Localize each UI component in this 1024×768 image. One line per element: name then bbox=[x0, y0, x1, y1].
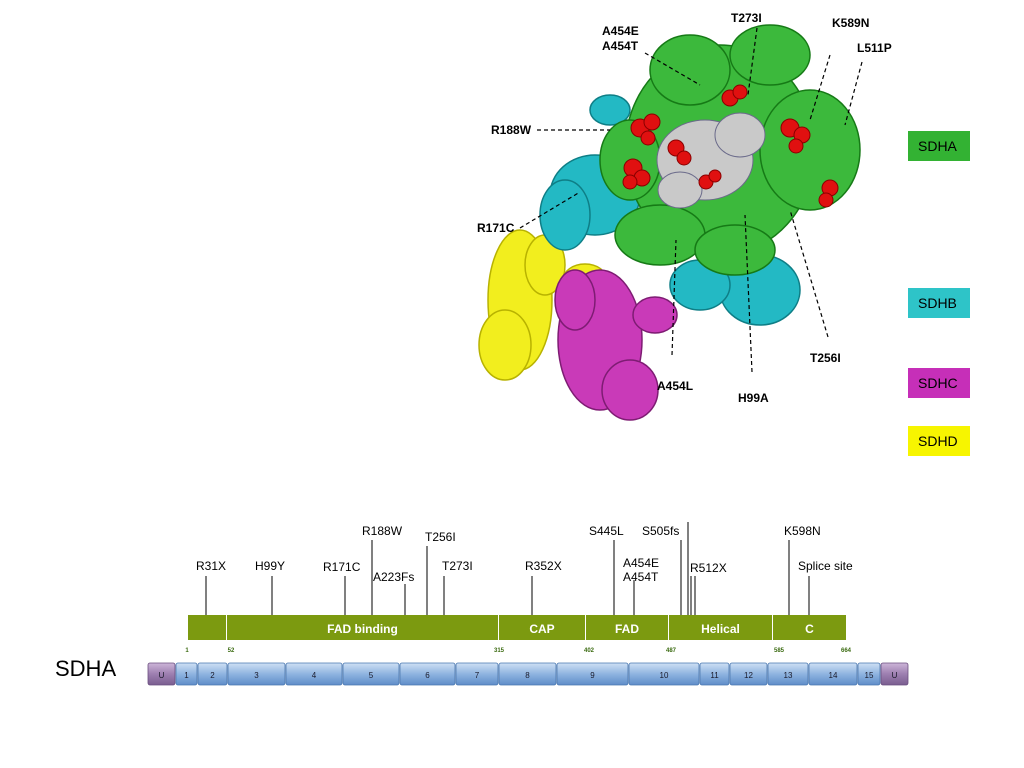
mutation-label: K598N bbox=[784, 524, 821, 538]
position-label: 664 bbox=[841, 648, 852, 654]
sdhc-subunit bbox=[554, 269, 678, 421]
exon-label: 9 bbox=[590, 671, 595, 680]
domain-label: CAP bbox=[529, 622, 554, 636]
mutation-label: S445L bbox=[589, 524, 624, 538]
exon-block bbox=[227, 662, 286, 686]
label-r171c: R171C bbox=[477, 221, 515, 235]
label-l511p: L511P bbox=[857, 41, 892, 55]
exon-label: 8 bbox=[525, 671, 530, 680]
label-t256i: T256I bbox=[810, 351, 841, 365]
position-labels: 1 52 315 402 487 585 664 bbox=[185, 648, 851, 654]
exon-label: 2 bbox=[210, 671, 215, 680]
structure-labels: A454E A454T T273I K589N L511P R188W R171… bbox=[477, 11, 892, 405]
mutation-label: H99Y bbox=[255, 559, 285, 573]
mutation-label: T256I bbox=[425, 530, 456, 544]
domain-segment bbox=[188, 615, 226, 640]
exon-block bbox=[285, 662, 343, 686]
mutation-label: T273I bbox=[442, 559, 473, 573]
exon-block bbox=[556, 662, 629, 686]
mutation-spheres bbox=[622, 84, 839, 208]
exon-block bbox=[399, 662, 456, 686]
mutation-label: A454E bbox=[623, 556, 659, 570]
fad-core bbox=[656, 112, 766, 209]
domain-segment bbox=[773, 615, 846, 640]
exon-label: 12 bbox=[744, 671, 753, 680]
domain-bar: FAD binding CAP FAD Helical C bbox=[188, 615, 846, 640]
domain-label: FAD binding bbox=[327, 622, 398, 636]
exon-block bbox=[729, 662, 768, 686]
position-label: 402 bbox=[584, 648, 595, 654]
exon-label: 6 bbox=[425, 671, 430, 680]
position-label: 315 bbox=[494, 648, 505, 654]
label-k589n: K589N bbox=[832, 16, 869, 30]
mutation-label: R352X bbox=[525, 559, 562, 573]
position-label: 585 bbox=[774, 648, 785, 654]
domain-label: Helical bbox=[701, 622, 740, 636]
mutation-label: R31X bbox=[196, 559, 226, 573]
legend-sdha: SDHA bbox=[908, 131, 970, 161]
exon-label: 4 bbox=[312, 671, 317, 680]
exon-block bbox=[699, 662, 730, 686]
utr-block bbox=[147, 662, 176, 686]
exon-block bbox=[498, 662, 557, 686]
label-t273i: T273I bbox=[731, 11, 762, 25]
label-a454t: A454T bbox=[602, 39, 639, 53]
domain-segment bbox=[227, 615, 498, 640]
mutation-label: A223Fs bbox=[373, 570, 414, 584]
position-label: 487 bbox=[666, 648, 677, 654]
protein-structure-image bbox=[478, 24, 861, 421]
domain-segment bbox=[499, 615, 585, 640]
exon-label: 15 bbox=[865, 671, 874, 680]
exon-block bbox=[808, 662, 858, 686]
label-h99a: H99A bbox=[738, 391, 769, 405]
legend-sdhd: SDHD bbox=[908, 426, 970, 456]
mutation-label: R188W bbox=[362, 524, 403, 538]
exon-label: 14 bbox=[829, 671, 838, 680]
exon-block bbox=[628, 662, 700, 686]
exon-block bbox=[342, 662, 400, 686]
mutation-label: S505fs bbox=[642, 524, 679, 538]
domain-segment bbox=[586, 615, 668, 640]
domain-segment bbox=[669, 615, 772, 640]
structure-leader-lines bbox=[519, 27, 863, 373]
domain-label: FAD bbox=[615, 622, 639, 636]
exon-label: 10 bbox=[660, 671, 669, 680]
mutation-markers: R31X H99Y R171C R188W A223Fs T256I T273I R352X S… bbox=[196, 522, 853, 615]
exon-label: 7 bbox=[475, 671, 480, 680]
exon-block bbox=[857, 662, 881, 686]
gene-name-label: SDHA bbox=[55, 656, 117, 681]
domain-label: C bbox=[805, 622, 814, 636]
exon-label: 1 bbox=[184, 671, 189, 680]
exon-label: 5 bbox=[369, 671, 374, 680]
mutation-label: Splice site bbox=[798, 559, 853, 573]
legend-sdhc: SDHC bbox=[908, 368, 970, 398]
exon-label: U bbox=[159, 671, 165, 680]
exon-block bbox=[767, 662, 809, 686]
exon-block bbox=[455, 662, 499, 686]
label-r188w: R188W bbox=[491, 123, 532, 137]
utr-block bbox=[880, 662, 909, 686]
exon-block bbox=[175, 662, 198, 686]
exon-label: 13 bbox=[784, 671, 793, 680]
position-label: 52 bbox=[228, 648, 235, 654]
mutation-label: R512X bbox=[690, 561, 727, 575]
label-a454l: A454L bbox=[657, 379, 693, 393]
mutation-label: A454T bbox=[623, 570, 659, 584]
label-a454e: A454E bbox=[602, 24, 639, 38]
exon-label: 11 bbox=[710, 671, 719, 680]
mutation-label: R171C bbox=[323, 560, 361, 574]
legend-sdhb: SDHB bbox=[908, 288, 970, 318]
position-label: 1 bbox=[185, 648, 189, 654]
exon-label: 3 bbox=[254, 671, 259, 680]
exon-block bbox=[197, 662, 228, 686]
exon-label: U bbox=[892, 671, 898, 680]
